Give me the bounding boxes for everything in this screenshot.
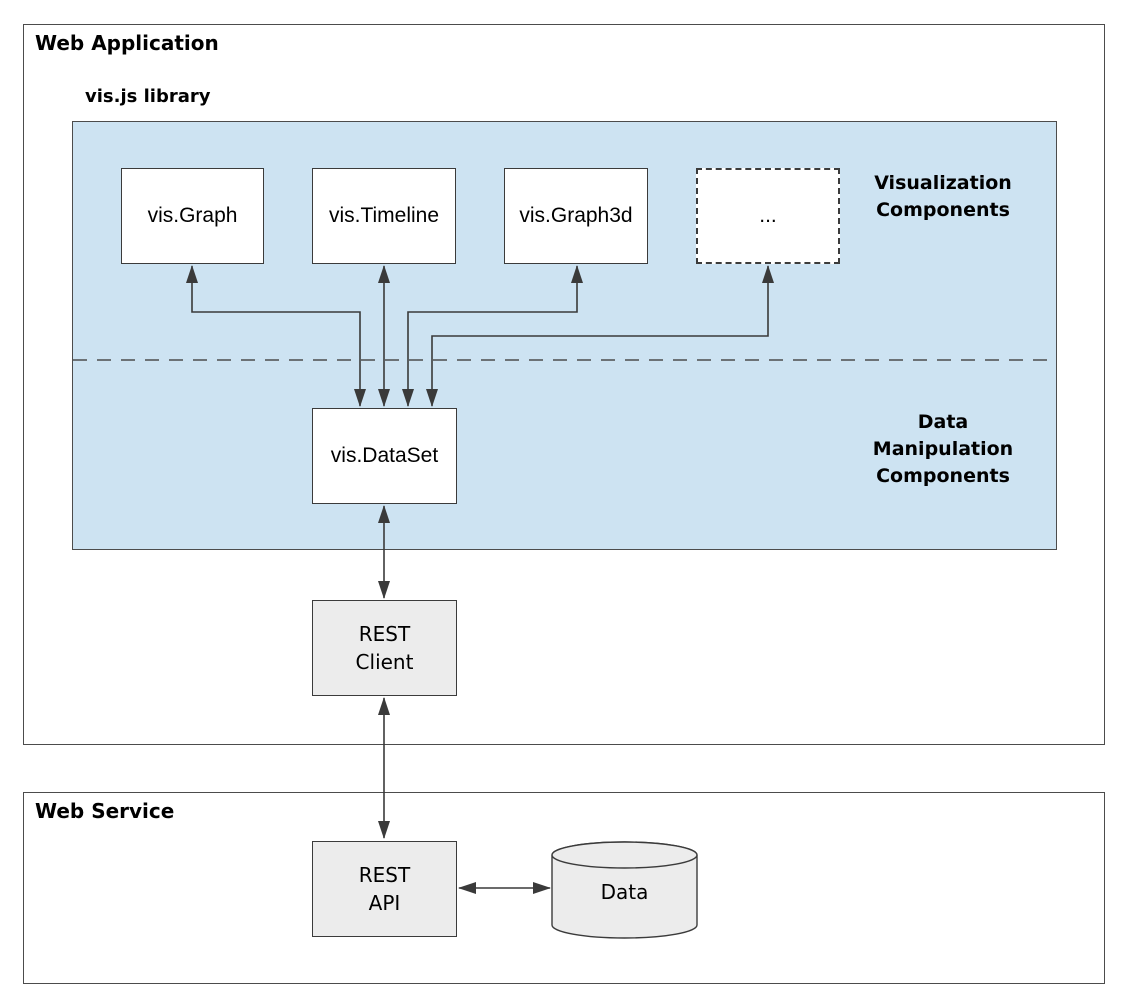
visualization-label-line2: Components: [876, 199, 1010, 221]
node-vis-graph3d: vis.Graph3d: [504, 168, 648, 264]
node-rest-api: REST API: [312, 841, 457, 937]
node-more-components: ...: [696, 168, 840, 264]
node-vis-graph3d-label: vis.Graph3d: [519, 204, 633, 227]
rest-client-line2: Client: [355, 650, 414, 674]
rest-api-line2: API: [368, 891, 401, 915]
visjs-library-title: vis.js library: [85, 86, 211, 107]
rest-client-line1: REST: [358, 622, 411, 646]
web-application-title: Web Application: [35, 31, 219, 55]
data-store-label-container: Data: [552, 845, 697, 938]
rest-api-line1: REST: [358, 863, 411, 887]
node-vis-dataset: vis.DataSet: [312, 408, 457, 504]
node-vis-dataset-label: vis.DataSet: [330, 444, 439, 467]
data-store-label: Data: [600, 879, 649, 904]
data-manipulation-label-line1: Data: [917, 411, 969, 433]
data-manipulation-label-line2: Manipulation: [872, 438, 1014, 460]
node-rest-api-label: REST API: [359, 861, 410, 917]
node-more-components-label: ...: [759, 204, 777, 227]
node-vis-graph: vis.Graph: [121, 168, 264, 264]
node-vis-timeline-label: vis.Timeline: [328, 204, 440, 227]
data-manipulation-label-line3: Components: [876, 465, 1010, 487]
visualization-label-line1: Visualization: [874, 172, 1012, 194]
web-application-container: [23, 24, 1105, 745]
web-service-title: Web Service: [35, 799, 175, 823]
node-vis-graph-label: vis.Graph: [147, 204, 238, 227]
node-rest-client: REST Client: [312, 600, 457, 696]
node-vis-timeline: vis.Timeline: [312, 168, 456, 264]
web-service-container: [23, 792, 1105, 984]
node-rest-client-label: REST Client: [356, 620, 414, 676]
